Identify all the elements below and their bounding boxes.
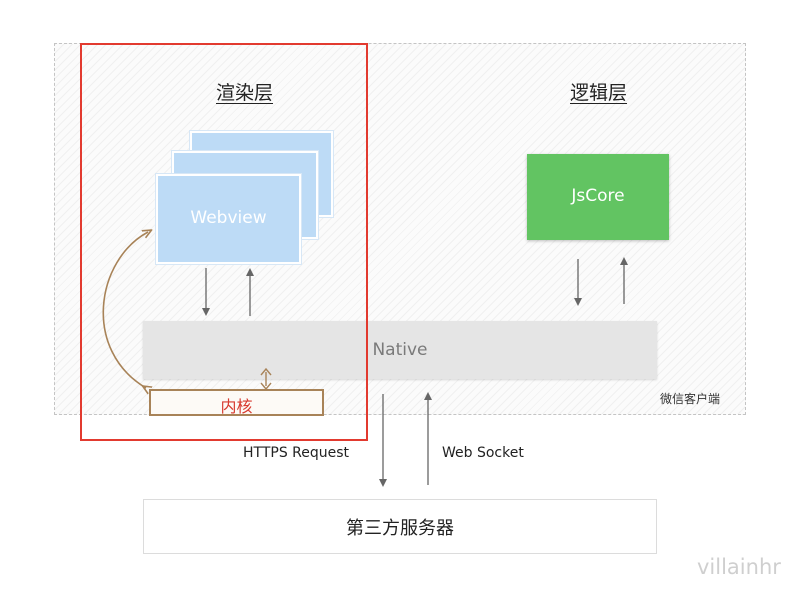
- native-bar: [143, 321, 657, 379]
- third-party-server-box: [143, 499, 657, 554]
- watermark: villainhr: [697, 555, 781, 579]
- https-request-label: HTTPS Request: [243, 445, 350, 461]
- kernel-label: 内核: [220, 397, 253, 416]
- jscore-label: JsCore: [571, 186, 625, 206]
- render-layer-outline: [80, 43, 368, 441]
- webview-card-front: [156, 174, 301, 264]
- render-layer-title: 渲染层: [216, 82, 274, 104]
- client-label: 微信客户端: [660, 392, 721, 406]
- third-party-server-label: 第三方服务器: [346, 518, 454, 539]
- logic-layer-title: 逻辑层: [570, 82, 628, 104]
- curved-arrow-kernel-webview: [102, 232, 148, 388]
- kernel-box: [149, 389, 324, 416]
- native-label: Native: [372, 340, 428, 360]
- jscore-box: [527, 154, 669, 240]
- websocket-label: Web Socket: [442, 445, 524, 461]
- webview-label: Webview: [190, 208, 267, 228]
